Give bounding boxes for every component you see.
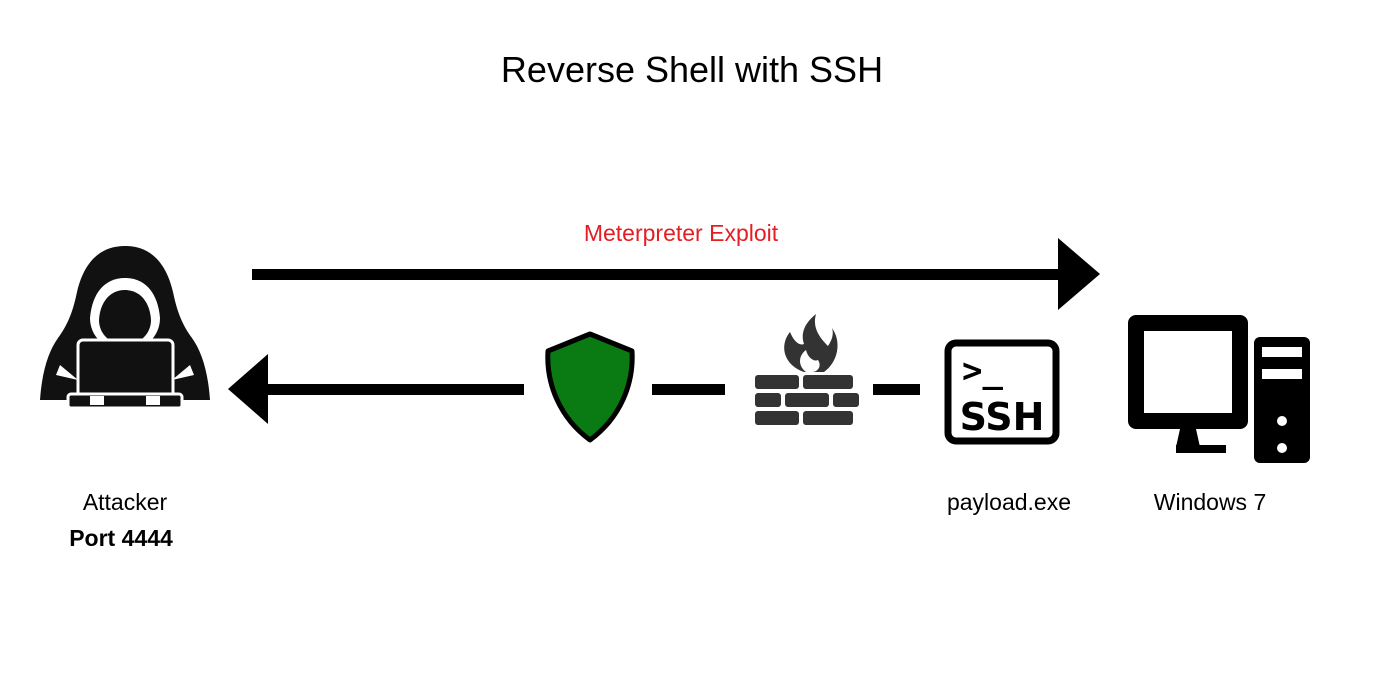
- ssh-icon-text: SSH: [960, 395, 1045, 439]
- forward-flow-label: Meterpreter Exploit: [583, 220, 779, 246]
- ssh-terminal-icon: >_ SSH: [944, 339, 1060, 445]
- target-label: Windows 7: [1153, 489, 1267, 515]
- return-arrow: [228, 354, 920, 424]
- desktop-computer-icon: [1128, 315, 1310, 463]
- hacker-icon: [40, 246, 210, 410]
- attacker-label: Attacker: [82, 489, 168, 515]
- ssh-icon-prompt: >_: [962, 351, 1003, 391]
- diagram-title: Reverse Shell with SSH: [500, 49, 884, 90]
- forward-arrow: [252, 238, 1100, 310]
- firewall-icon: [755, 314, 859, 425]
- payload-label: payload.exe: [946, 489, 1072, 515]
- attacker-port-label: Port 4444: [69, 525, 173, 551]
- shield-icon: [545, 331, 635, 443]
